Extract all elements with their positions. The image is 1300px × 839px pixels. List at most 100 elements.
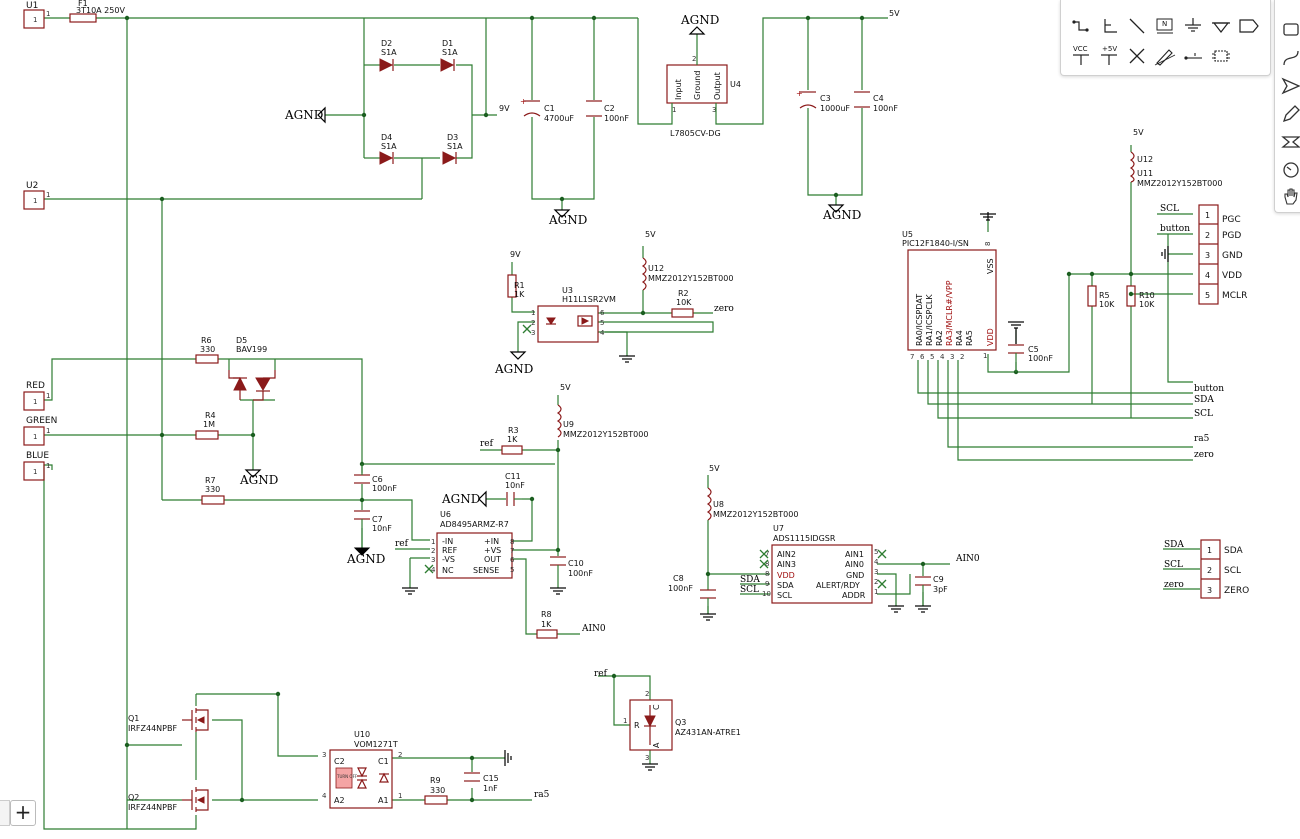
amp-u6[interactable]: U6 AD8495ARMZ-R7 -IN REF -VS NC +IN +VS … <box>431 510 515 579</box>
ground-arrow-tool-button[interactable] <box>1209 15 1233 37</box>
net-label-tool-button[interactable]: N <box>1153 15 1177 37</box>
svg-text:AIN3: AIN3 <box>777 560 796 569</box>
svg-text:C4: C4 <box>873 94 884 103</box>
pencil-icon[interactable] <box>1279 102 1300 126</box>
agnd-symbol-reg[interactable]: AGND <box>680 13 719 35</box>
svg-text:C2: C2 <box>604 104 615 113</box>
mcu-u5[interactable]: U5 PIC12F1840-I/SN VSS 8 VDD 1 RA0/ICSPD… <box>902 230 997 361</box>
wire-tool-button[interactable] <box>1069 15 1093 37</box>
window-icon[interactable] <box>1279 18 1300 42</box>
envelope-icon[interactable] <box>1279 130 1300 154</box>
connector-green[interactable]: GREEN 1 1 <box>23 416 57 446</box>
inductor-u11[interactable]: U12 U11 MMZ2012Y152BT000 <box>1129 151 1222 188</box>
capacitor-c1[interactable]: + C1 4700uF <box>520 97 574 123</box>
vcc-tool-button[interactable]: VCC <box>1069 45 1093 67</box>
fuse-f1[interactable]: F1 3T10A 250V <box>69 0 125 23</box>
svg-text:1: 1 <box>33 398 37 406</box>
capacitor-c2[interactable]: C2 100nF <box>586 100 629 123</box>
capacitor-c3[interactable]: + C3 1000uF <box>796 89 850 113</box>
svg-text:A1: A1 <box>378 796 389 805</box>
agnd-symbol-c1[interactable]: AGND <box>548 209 587 227</box>
svg-text:F1: F1 <box>78 0 88 8</box>
svg-text:AGND: AGND <box>680 13 719 27</box>
optocoupler-u3[interactable]: 1 2 3 6 5 4 U3 H11L1SR2VM <box>531 286 616 343</box>
capacitor-c6[interactable]: C6 100nF <box>354 464 397 493</box>
capacitor-c10[interactable]: C10 100nF <box>550 556 593 578</box>
diode-d4[interactable]: D4 S1A <box>379 133 397 165</box>
svg-text:R10: R10 <box>1139 291 1155 300</box>
diode-d3[interactable]: D3 S1A <box>442 133 463 165</box>
diode-d2[interactable]: D2 S1A <box>379 39 397 72</box>
mosfet-q2[interactable]: Q2 IRFZ44NPBF <box>128 785 212 812</box>
clock-icon[interactable] <box>1279 158 1300 182</box>
ground-symbol-u6 <box>402 587 418 595</box>
svg-text:ALERT/RDY: ALERT/RDY <box>816 581 860 590</box>
capacitor-c9[interactable]: C9 3pF <box>915 575 948 606</box>
net-label-zero-u3: zero <box>714 304 734 314</box>
resistor-r4[interactable]: R4 1M <box>195 411 219 440</box>
resistor-r6[interactable]: R6 330 <box>195 336 219 364</box>
svg-text:4: 4 <box>322 792 327 800</box>
connector-u1[interactable]: U1 1 1 <box>23 1 50 29</box>
connector-blue[interactable]: BLUE 1 1 <box>23 451 50 481</box>
plus5v-tool-button[interactable]: +5V <box>1097 45 1121 67</box>
component-tool-button[interactable] <box>1209 45 1233 67</box>
no-connect-tool-button[interactable] <box>1125 45 1149 67</box>
agnd-symbol-d5[interactable]: AGND <box>239 469 278 487</box>
curve-icon[interactable] <box>1279 46 1300 70</box>
bus-entry-tool-button[interactable] <box>1097 15 1121 37</box>
connector-u2[interactable]: U2 1 1 <box>23 181 50 210</box>
capacitor-c8[interactable]: C8 100nF <box>668 574 716 614</box>
inductor-u9[interactable]: U9 MMZ2012Y152BT000 <box>556 404 648 439</box>
resistor-r8[interactable]: R8 1K <box>536 610 558 639</box>
agnd-symbol-c3[interactable]: AGND <box>822 204 861 222</box>
send-icon[interactable] <box>1279 74 1300 98</box>
i2c-header[interactable]: 1 2 3 SDA SCL ZERO <box>1200 539 1249 599</box>
net-label-zero: zero <box>1194 450 1214 460</box>
ground-tool-button[interactable] <box>1181 15 1205 37</box>
net-port-tool-button[interactable] <box>1237 15 1261 37</box>
adc-u7[interactable]: U7 ADS1115IDGSR AIN2 AIN3 VDD SDA SCL AI… <box>762 524 879 604</box>
inductor-u12-opto[interactable]: U12 MMZ2012Y152BT000 <box>641 257 733 291</box>
resistor-r7[interactable]: R7 330 <box>201 476 225 505</box>
diode-d5[interactable]: D5 BAV199 <box>228 336 276 401</box>
zoom-in-button[interactable]: + <box>10 800 36 826</box>
connector-red[interactable]: RED 1 1 <box>23 381 50 411</box>
capacitor-c5[interactable]: C5 100nF <box>1008 344 1053 372</box>
svg-text:1: 1 <box>431 538 435 546</box>
svg-text:RA2: RA2 <box>935 330 944 346</box>
regulator-u4[interactable]: 1 2 3 Input Ground Output U4 L7805CV-DG <box>666 34 741 138</box>
resistor-r1[interactable]: R1 1K <box>507 274 525 299</box>
agnd-port-c11[interactable]: AGND <box>441 490 487 508</box>
svg-text:7: 7 <box>910 353 914 361</box>
agnd-port-bridge[interactable]: AGND <box>284 106 326 124</box>
resistor-r5[interactable]: R5 10K <box>1087 285 1115 309</box>
resistor-r9[interactable]: R9 330 <box>424 776 448 805</box>
resistor-r2[interactable]: R2 10K <box>671 289 694 318</box>
icsp-header[interactable]: 1 2 3 4 5 PGC PGD GND VDD MCLR <box>1198 204 1247 305</box>
capacitor-c15[interactable]: C15 1nF <box>464 772 499 793</box>
agnd-symbol-u3[interactable]: AGND <box>494 351 533 376</box>
pin-tool-button[interactable] <box>1181 45 1205 67</box>
hand-icon[interactable] <box>1279 184 1300 208</box>
svg-text:4: 4 <box>940 353 945 361</box>
zoom-minus-button[interactable] <box>0 800 10 826</box>
diode-d1[interactable]: D1 S1A <box>440 39 458 72</box>
svg-text:1: 1 <box>983 352 987 360</box>
mosfet-q1[interactable]: Q1 IRFZ44NPBF <box>128 706 212 733</box>
capacitor-c7[interactable]: C7 10nF <box>354 510 392 548</box>
agnd-symbol-c7[interactable]: AGND <box>346 547 385 566</box>
svg-text:AGND: AGND <box>548 213 587 227</box>
resistor-r10[interactable]: R10 10K <box>1126 285 1155 309</box>
photorelay-u10[interactable]: U10 VOM1271T 3 2 4 1 C2 C1 A2 A1 TURN OF… <box>322 730 402 809</box>
line-tool-button[interactable] <box>1125 15 1149 37</box>
resistor-r3[interactable]: R3 1K <box>501 426 523 455</box>
inductor-u8[interactable]: U8 MMZ2012Y152BT000 <box>706 487 798 521</box>
capacitor-c11[interactable]: C11 10nF <box>505 472 525 506</box>
capacitor-c4[interactable]: C4 100nF <box>854 91 898 113</box>
svg-text:10: 10 <box>762 590 771 598</box>
svg-text:U2: U2 <box>26 181 38 191</box>
pen-tool-button[interactable] <box>1153 45 1177 67</box>
shunt-ref-q3[interactable]: R C A 1 2 3 Q3 AZ431AN-ATRE1 <box>623 690 741 762</box>
